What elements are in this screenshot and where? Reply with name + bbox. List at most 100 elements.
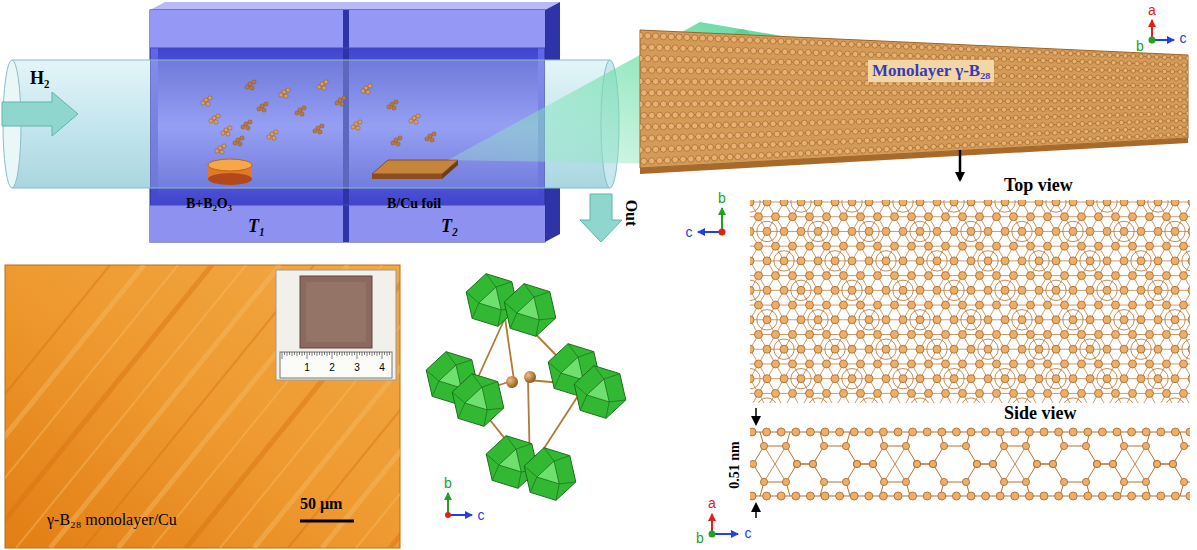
monolayer-sheet: [817, 120, 823, 126]
monolayer-sheet: [1068, 51, 1073, 56]
monolayer-sheet: [1100, 83, 1105, 88]
monolayer-sheet: [1100, 68, 1105, 73]
monolayer-sheet: [900, 90, 905, 95]
monolayer-sheet: [1033, 107, 1038, 112]
monolayer-sheet: [766, 90, 772, 96]
monolayer-sheet: [1111, 60, 1116, 65]
monolayer-sheet: [833, 139, 839, 145]
monolayer-sheet: [829, 90, 835, 96]
monolayer-sheet: [982, 99, 987, 104]
monolayer-sheet: [825, 100, 831, 106]
monolayer-sheet: [982, 133, 987, 138]
monolayer-sheet: [1072, 59, 1077, 64]
monolayer-sheet: [1178, 70, 1182, 74]
monolayer-sheet: [711, 68, 717, 74]
monolayer-sheet: [900, 146, 905, 151]
monolayer-sheet: [637, 78, 643, 84]
monolayer-sheet: [1045, 98, 1050, 103]
monolayer-sheet: [747, 121, 753, 127]
monolayer-sheet: [778, 59, 784, 65]
monolayer-sheet: [1068, 82, 1073, 87]
vapor-particle: [201, 80, 436, 154]
monolayer-sheet: [1092, 129, 1097, 134]
monolayer-sheet: [935, 135, 940, 140]
monolayer-sheet: [719, 154, 725, 160]
monolayer-sheet: [700, 144, 706, 150]
monolayer-sheet: [1056, 138, 1061, 143]
monolayer-sheet: [935, 45, 940, 50]
axis-triad: [719, 229, 726, 236]
monolayer-sheet: [1143, 76, 1148, 81]
monolayer-sheet: [1103, 136, 1108, 141]
monolayer-sheet: [1009, 124, 1014, 129]
monolayer-sheet: [684, 56, 690, 62]
monolayer-sheet: [1080, 121, 1085, 126]
monolayer-sheet: [1064, 122, 1069, 127]
monolayer-sheet: [703, 90, 709, 96]
monolayer-sheet: [1021, 82, 1026, 87]
monolayer-sheet: [1131, 98, 1136, 103]
monolayer-sheet: [1127, 120, 1132, 125]
monolayer-sheet: [711, 133, 717, 139]
monolayer-sheet: [829, 129, 835, 135]
monolayer-sheet: [684, 123, 690, 129]
monolayer-sheet: [688, 156, 694, 162]
monolayer-sheet: [696, 112, 702, 118]
monolayer-sheet: [809, 40, 815, 46]
monolayer-sheet: [837, 70, 843, 76]
monolayer-sheet: [782, 90, 788, 96]
monolayer-sheet: [958, 134, 963, 139]
monolayer-sheet: [837, 129, 843, 135]
monolayer-sheet: [640, 127, 1196, 150]
monolayer-sheet: [837, 149, 843, 155]
monolayer-sheet: [1103, 106, 1108, 111]
monolayer-sheet: [1049, 58, 1054, 63]
monolayer-sheet: [817, 40, 823, 46]
monolayer-sheet: [864, 100, 870, 106]
monolayer-sheet: [774, 90, 780, 96]
monolayer-sheet: [1166, 133, 1170, 137]
monolayer-sheet: [1162, 69, 1166, 73]
monolayer-sheet: [958, 81, 963, 86]
monolayer-sheet: [649, 90, 655, 96]
monolayer-sheet: [911, 136, 916, 141]
monolayer-sheet: [990, 133, 995, 138]
monolayer-sheet: [715, 144, 721, 150]
monolayer-sheet: [1029, 98, 1034, 103]
vapor-particle: [342, 96, 346, 100]
monolayer-sheet: [1154, 112, 1159, 117]
monolayer-sheet: [998, 82, 1003, 87]
monolayer-sheet: [1151, 62, 1156, 67]
monolayer-sheet: [1068, 130, 1073, 135]
monolayer-sheet: [876, 90, 882, 96]
monolayer-sheet: [1158, 133, 1163, 138]
monolayer-sheet: [1096, 60, 1101, 65]
monolayer-sheet: [794, 120, 800, 126]
monolayer-sheet: [794, 39, 800, 45]
monolayer-sheet: [680, 90, 686, 96]
monolayer-sheet: [911, 44, 916, 49]
monolayer-sheet: [766, 131, 772, 137]
monolayer-sheet: [923, 90, 928, 95]
monolayer-sheet: [939, 108, 944, 113]
monolayer-sheet: [1088, 90, 1093, 95]
monolayer-sheet: [1174, 118, 1178, 122]
monolayer-sheet: [1084, 129, 1089, 134]
monolayer-sheet: [1178, 125, 1182, 129]
monolayer-sheet: [915, 145, 920, 150]
monolayer-sheet: [774, 49, 780, 55]
monolayer-sheet: [1049, 74, 1054, 79]
vapor-particle: [201, 101, 205, 105]
monolayer-sheet: [1096, 75, 1101, 80]
monolayer-sheet: [833, 60, 839, 66]
monolayer-sheet: [1052, 82, 1057, 87]
monolayer-sheet: [966, 81, 971, 86]
monolayer-sheet: [735, 111, 741, 117]
monolayer-sheet: [1021, 99, 1026, 104]
monolayer-sheet: [809, 140, 815, 146]
monolayer-sheet: [1135, 76, 1140, 81]
monolayer-sheet: [1005, 99, 1010, 104]
vapor-particle: [246, 126, 250, 130]
monolayer-sheet: [637, 32, 643, 38]
monolayer-sheet: [884, 146, 890, 152]
